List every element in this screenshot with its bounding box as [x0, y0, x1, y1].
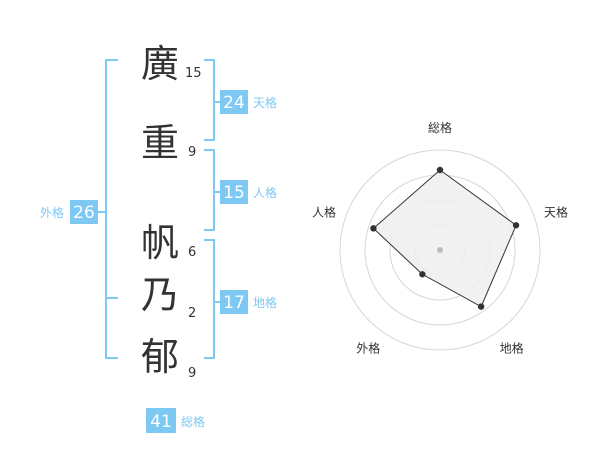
stroke-count: 2: [188, 306, 196, 321]
name-char: 重: [141, 121, 179, 165]
chikaku-value: 17: [223, 293, 245, 313]
gaikaku-label: 外格: [40, 205, 64, 220]
radar-point: [512, 222, 520, 229]
fortune-tenkaku: 24 天格: [220, 90, 277, 114]
fortune-chikaku: 17 地格: [220, 290, 277, 314]
jinkaku-value: 15: [223, 183, 245, 203]
radar-point: [419, 271, 426, 278]
radar-center-dot: [437, 247, 443, 253]
soukaku-value: 41: [150, 412, 172, 432]
jinkaku-value-box: [220, 180, 248, 204]
name-characters: 廣 重 帆 乃 郁: [141, 42, 179, 379]
radar-axis-label: 総格: [428, 120, 452, 135]
stroke-count: 9: [188, 366, 196, 381]
fortune-soukaku: 41 総格: [146, 408, 205, 433]
name-char: 帆: [141, 221, 179, 265]
radar-ring: [339, 149, 541, 351]
tenkaku-value-box: [220, 90, 248, 114]
radar-points: [370, 166, 520, 310]
chikaku-value-box: [220, 290, 248, 314]
name-char: 郁: [141, 335, 179, 379]
radar-axis-label: 地格: [500, 341, 524, 356]
bracket-lines: [98, 59, 220, 359]
name-char: 廣: [141, 42, 179, 86]
stroke-count: 9: [188, 145, 196, 160]
radar-point: [436, 166, 444, 174]
stroke-counts: 15 9 6 2 9: [185, 66, 202, 381]
gaikaku-bracket: [105, 59, 118, 359]
gaikaku-value: 26: [73, 203, 95, 223]
radar-point: [370, 225, 377, 232]
fortune-jinkaku: 15 人格: [220, 180, 277, 204]
fortune-gaikaku: 外格 26: [40, 200, 98, 224]
name-char: 乃: [141, 273, 179, 317]
jinkaku-label: 人格: [253, 185, 277, 200]
chikaku-label: 地格: [253, 295, 277, 310]
jinkaku-bracket: [204, 149, 215, 231]
radar-axis-label: 天格: [544, 204, 568, 219]
gaikaku-value-box: [70, 200, 98, 224]
chikaku-bracket: [204, 239, 215, 359]
radar-axis-label: 人格: [312, 204, 336, 219]
tenkaku-bracket: [204, 59, 215, 141]
tenkaku-label: 天格: [253, 95, 277, 110]
stroke-count: 15: [185, 66, 202, 81]
tenkaku-value: 24: [223, 93, 245, 113]
soukaku-value-box: [146, 408, 176, 433]
radar-area: [372, 169, 517, 308]
radar-point: [477, 303, 485, 310]
soukaku-label: 総格: [181, 414, 205, 429]
radar-axis-label: 外格: [356, 341, 380, 356]
stroke-count: 6: [188, 245, 196, 260]
